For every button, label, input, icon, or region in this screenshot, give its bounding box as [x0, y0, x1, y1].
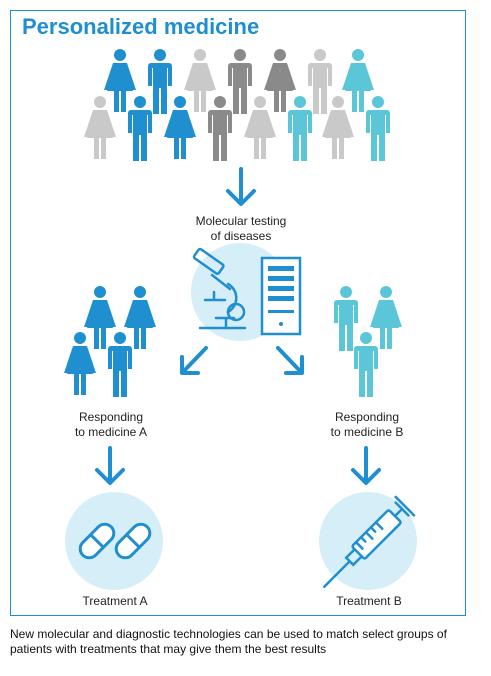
- person-icon: [264, 49, 296, 112]
- responding-a-label: Responding to medicine A: [46, 410, 176, 440]
- person-icon: [288, 96, 312, 161]
- person-icon: [84, 286, 116, 349]
- person-icon: [228, 49, 252, 114]
- capsule-icon: [78, 522, 116, 560]
- arrow-down-right-icon: [276, 346, 304, 375]
- computer-tower-icon: [260, 256, 302, 336]
- person-icon: [148, 49, 172, 114]
- person-icon: [342, 49, 374, 112]
- diagram-frame: [10, 10, 466, 616]
- responding-b-line1: Responding: [334, 410, 400, 424]
- arrow-down-left-icon: [180, 346, 208, 375]
- treatment-a-graphic: [65, 492, 163, 590]
- person-icon: [84, 96, 116, 159]
- responding-a-line2: to medicine A: [74, 425, 148, 439]
- person-icon: [184, 49, 216, 112]
- testing-label: Molecular testing of diseases: [171, 214, 311, 244]
- arrow-down-icon: [351, 446, 381, 485]
- responding-b-line2: to medicine B: [330, 425, 404, 439]
- person-icon: [334, 286, 358, 351]
- microscope-icon: [192, 247, 247, 330]
- capsule-icon: [114, 522, 152, 560]
- caption: New molecular and diagnostic technologie…: [10, 627, 447, 656]
- page-title: Personalized medicine: [22, 14, 260, 39]
- lab-equipment: [191, 243, 302, 341]
- crowd-people: [84, 49, 390, 161]
- person-icon: [124, 286, 156, 349]
- person-icon: [366, 96, 390, 161]
- treatment-b-label: Treatment B: [336, 594, 402, 608]
- syringe-icon: [323, 495, 416, 588]
- person-icon: [64, 332, 96, 395]
- testing-label-line2: of diseases: [210, 229, 272, 243]
- testing-label-line1: Molecular testing: [195, 214, 287, 228]
- person-icon: [308, 49, 332, 114]
- person-icon: [104, 49, 136, 112]
- group-a-people: [64, 286, 156, 397]
- person-icon: [244, 96, 276, 159]
- group-b-people: [334, 286, 402, 397]
- person-icon: [208, 96, 232, 161]
- person-icon: [164, 96, 196, 159]
- responding-a-line1: Responding: [78, 410, 144, 424]
- responding-b-label: Responding to medicine B: [302, 410, 432, 440]
- treatment-a-label: Treatment A: [82, 594, 148, 608]
- person-icon: [354, 332, 378, 397]
- person-icon: [370, 286, 402, 349]
- treatment-b-graphic: [319, 492, 417, 590]
- arrow-down-icon: [95, 446, 125, 485]
- person-icon: [128, 96, 152, 161]
- person-icon: [108, 332, 132, 397]
- arrow-down-icon: [226, 167, 256, 206]
